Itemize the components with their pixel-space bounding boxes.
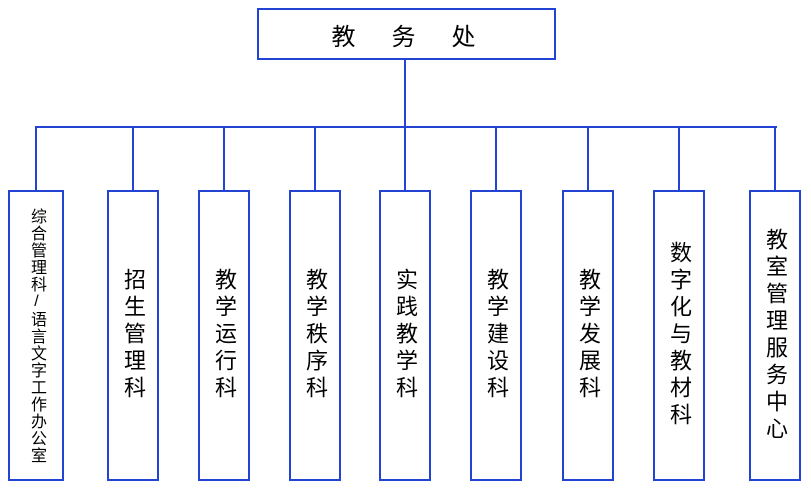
- root-department-box: 教 务 处: [257, 8, 556, 60]
- department-label: 实践教学科: [393, 268, 418, 403]
- connector-horizontal-rail: [36, 126, 777, 128]
- connector-stem: [404, 59, 406, 127]
- department-label: 教学运行科: [212, 268, 237, 403]
- department-box-teaching-development: 教学发展科: [562, 190, 614, 481]
- department-label: 招生管理科: [121, 268, 146, 403]
- department-box-teaching-operation: 教学运行科: [198, 190, 250, 481]
- root-department-label: 教 务 处: [331, 23, 482, 51]
- department-label: 教室管理服务中心: [763, 227, 788, 444]
- connector-drop: [774, 126, 776, 191]
- connector-drop: [678, 126, 680, 191]
- department-box-practical-teaching: 实践教学科: [379, 190, 431, 481]
- department-box-teaching-order: 教学秩序科: [289, 190, 341, 481]
- department-box-admissions-management: 招生管理科: [107, 190, 159, 481]
- connector-drop: [132, 126, 134, 191]
- connector-drop: [404, 126, 406, 191]
- department-label: 教学建设科: [484, 268, 509, 403]
- department-label: 综合管理科/语言文字工作办公室: [28, 207, 45, 464]
- connector-drop: [223, 126, 225, 191]
- department-label: 数字化与教材科: [667, 241, 692, 430]
- department-label: 教学发展科: [576, 268, 601, 403]
- department-box-digitalization-textbooks: 数字化与教材科: [653, 190, 705, 481]
- department-box-classroom-service-center: 教室管理服务中心: [749, 190, 801, 481]
- connector-drop: [495, 126, 497, 191]
- department-box-comprehensive-management: 综合管理科/语言文字工作办公室: [8, 190, 64, 481]
- connector-drop: [314, 126, 316, 191]
- department-label: 教学秩序科: [303, 268, 328, 403]
- department-box-teaching-construction: 教学建设科: [470, 190, 522, 481]
- connector-drop: [35, 126, 37, 191]
- connector-drop: [587, 126, 589, 191]
